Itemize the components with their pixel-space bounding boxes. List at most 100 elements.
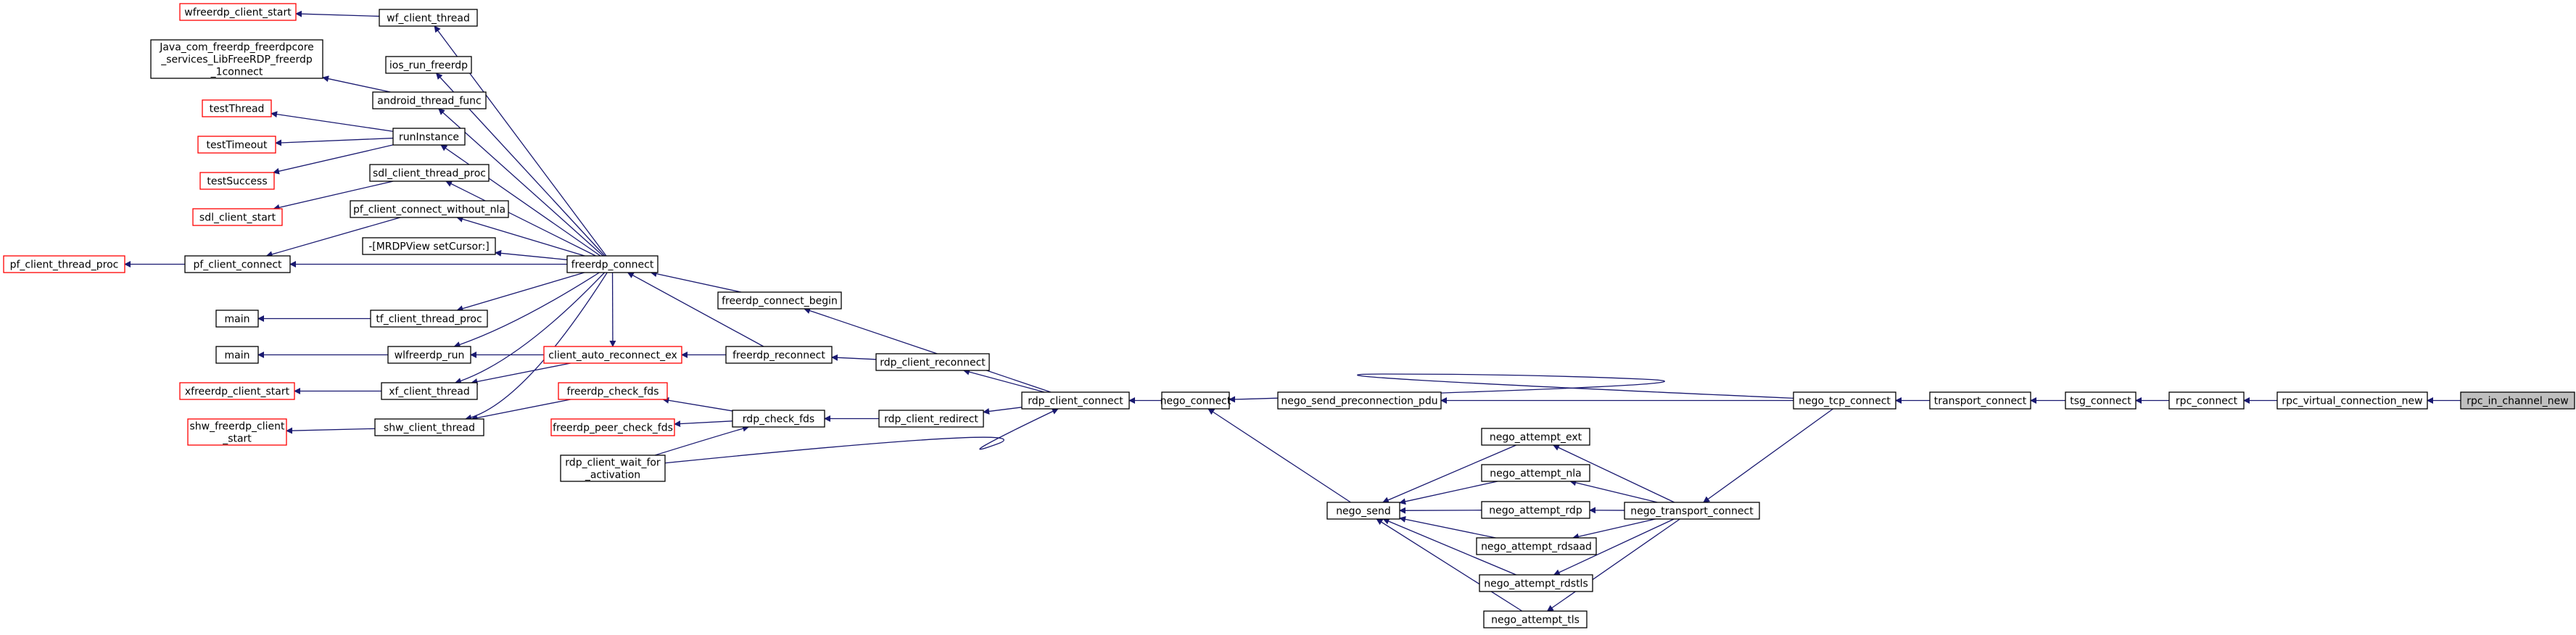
node-freerdp_connect[interactable]: freerdp_connect [566, 255, 659, 273]
edge-line [271, 111, 394, 132]
node-label: pf_client_thread_proc [10, 260, 119, 271]
node-label: main [225, 350, 250, 362]
node-testThread[interactable]: testThread [202, 99, 272, 117]
node-box [197, 136, 276, 154]
node-box [215, 310, 259, 328]
node-nego_tcp_connect[interactable]: nego_tcp_connect [1793, 391, 1896, 410]
node-sdl_client_thread_proc[interactable]: sdl_client_thread_proc [369, 164, 490, 182]
node-nego_attempt_tls[interactable]: nego_attempt_tls [1483, 610, 1588, 628]
node-rpc_in_channel_new[interactable]: rpc_in_channel_new [2460, 391, 2575, 410]
node-rdp_client_connect[interactable]: rdp_client_connect [1021, 391, 1130, 410]
edge-line [1703, 408, 1833, 503]
node-ios_run_freerdp[interactable]: ios_run_freerdp [385, 56, 472, 74]
node-nego_send[interactable]: nego_send [1326, 502, 1400, 520]
node-nego_attempt_rdsaad[interactable]: nego_attempt_rdsaad [1476, 537, 1597, 555]
edge-freerdp_peer_check_fds-to-rdp_check_fds [674, 420, 733, 428]
edge-nego_send-to-nego_attempt_tls [1376, 518, 1523, 612]
node-runInstance[interactable]: runInstance [392, 128, 466, 146]
node-main_tf[interactable]: main [215, 310, 259, 328]
node-freerdp_connect_begin[interactable]: freerdp_connect_begin [717, 291, 842, 310]
node-label: nego_attempt_nla [1490, 468, 1581, 480]
node-java_freerdp_connect[interactable]: Java_com_freerdp_freerdpcore_services_Li… [150, 39, 323, 79]
node-wlfreerdp_run[interactable]: wlfreerdp_run [387, 346, 471, 364]
node-nego_attempt_nla[interactable]: nego_attempt_nla [1481, 464, 1590, 482]
node-rdp_client_reconnect[interactable]: rdp_client_reconnect [875, 353, 990, 371]
node-shw_freerdp_client_start[interactable]: shw_freerdp_client_start [187, 418, 287, 446]
node-main_wl[interactable]: main [215, 346, 259, 364]
node-box [732, 410, 825, 428]
node-testSuccess[interactable]: testSuccess [199, 172, 275, 190]
edge-nego_attempt_nla-to-nego_transport_connect [1569, 479, 1658, 503]
node-tf_client_thread_proc[interactable]: tf_client_thread_proc [370, 310, 488, 328]
node-label: rdp_client_wait_for [565, 457, 661, 469]
node-label: shw_client_thread [384, 423, 475, 434]
node-tsg_connect[interactable]: tsg_connect [2065, 391, 2137, 410]
node-xf_client_thread[interactable]: xf_client_thread [381, 382, 478, 400]
node-nego_attempt_rdstls[interactable]: nego_attempt_rdstls [1479, 574, 1593, 592]
edge-nego_send-to-nego_attempt_nla [1399, 481, 1498, 505]
node-rdp_check_fds[interactable]: rdp_check_fds [732, 410, 825, 428]
edge-line [650, 270, 742, 293]
node-testTimeout[interactable]: testTimeout [197, 136, 276, 154]
node-client_auto_reconnect_ex[interactable]: client_auto_reconnect_ex [543, 346, 682, 364]
node-freerdp_reconnect[interactable]: freerdp_reconnect [725, 346, 833, 364]
edge-mrdpview_setcursor-to-freerdp_connect [495, 249, 568, 260]
edge-testThread-to-runInstance [271, 111, 394, 132]
node-label: testSuccess [207, 176, 267, 188]
node-label: nego_attempt_ext [1490, 432, 1582, 444]
node-label: rpc_connect [2176, 396, 2238, 407]
node-label: testTimeout [206, 140, 268, 152]
node-rpc_virtual_connection_new[interactable]: rpc_virtual_connection_new [2276, 391, 2428, 410]
edge-nego_attempt_tls-to-nego_transport_connect [1546, 518, 1680, 612]
node-box [202, 99, 272, 117]
node-nego_send_preconnection_pdu[interactable]: nego_send_preconnection_pdu [1277, 391, 1442, 410]
node-shw_client_thread[interactable]: shw_client_thread [374, 418, 484, 436]
edge-sdl_client_thread_proc-to-freerdp_connect [445, 180, 596, 257]
node-freerdp_check_fds[interactable]: freerdp_check_fds [558, 382, 668, 400]
node-box [369, 164, 490, 182]
node-xfreerdp_client_start[interactable]: xfreerdp_client_start [179, 382, 295, 400]
node-nego_connect[interactable]: nego_connect [1160, 391, 1231, 410]
node-box [179, 382, 295, 400]
node-wfreerdp_client_start[interactable]: wfreerdp_client_start [179, 3, 297, 21]
node-box [875, 353, 990, 371]
edge-line [627, 272, 764, 347]
node-box [1624, 502, 1760, 520]
node-box [558, 382, 668, 400]
node-sdl_client_start[interactable]: sdl_client_start [192, 208, 283, 226]
node-freerdp_peer_check_fds[interactable]: freerdp_peer_check_fds [550, 418, 675, 436]
edge-freerdp_reconnect-to-rdp_client_reconnect [831, 354, 877, 361]
node-wf_client_thread[interactable]: wf_client_thread [379, 9, 478, 27]
node-nego_attempt_rdp[interactable]: nego_attempt_rdp [1481, 501, 1590, 519]
edge-android_thread_func-to-freerdp_connect [438, 108, 604, 257]
node-rdp_client_redirect[interactable]: rdp_client_redirect [878, 410, 984, 428]
node-rpc_connect[interactable]: rpc_connect [2168, 391, 2245, 410]
edge-line [1546, 518, 1680, 612]
node-nego_transport_connect[interactable]: nego_transport_connect [1624, 502, 1760, 520]
edge-line [295, 10, 380, 17]
edge-testTimeout-to-runInstance [275, 137, 394, 146]
node-rdp_client_wait_for_activation[interactable]: rdp_client_wait_for_activation [560, 455, 666, 482]
node-box [717, 291, 842, 310]
node-label: wf_client_thread [387, 13, 470, 25]
node-label: android_thread_func [377, 96, 481, 107]
node-box [1326, 502, 1400, 520]
node-android_thread_func[interactable]: android_thread_func [372, 91, 487, 109]
node-pf_client_connect[interactable]: pf_client_connect [184, 255, 291, 273]
edge-line [1553, 518, 1675, 576]
node-transport_connect[interactable]: transport_connect [1929, 391, 2031, 410]
edge-line [831, 354, 877, 361]
node-label: nego_send_preconnection_pdu [1281, 396, 1437, 407]
node-label: _activation [585, 470, 640, 481]
node-pf_client_thread_proc[interactable]: pf_client_thread_proc [3, 255, 125, 273]
node-pf_client_connect_without_nla[interactable]: pf_client_connect_without_nla [350, 200, 509, 218]
edge-line [1382, 444, 1516, 503]
edge-line [962, 368, 1045, 393]
edge-freerdp_connect-to-freerdp_connect_begin [650, 270, 742, 293]
node-box [2065, 391, 2137, 410]
edge-nego_send-to-nego_attempt_rdsaad [1399, 515, 1496, 539]
node-nego_attempt_ext[interactable]: nego_attempt_ext [1481, 428, 1590, 446]
edge-nego_transport_connect-to-nego_tcp_connect [1703, 408, 1833, 503]
node-label: sdl_client_start [199, 212, 276, 224]
node-mrdpview_setcursor[interactable]: -[MRDPView setCursor:] [362, 237, 496, 255]
